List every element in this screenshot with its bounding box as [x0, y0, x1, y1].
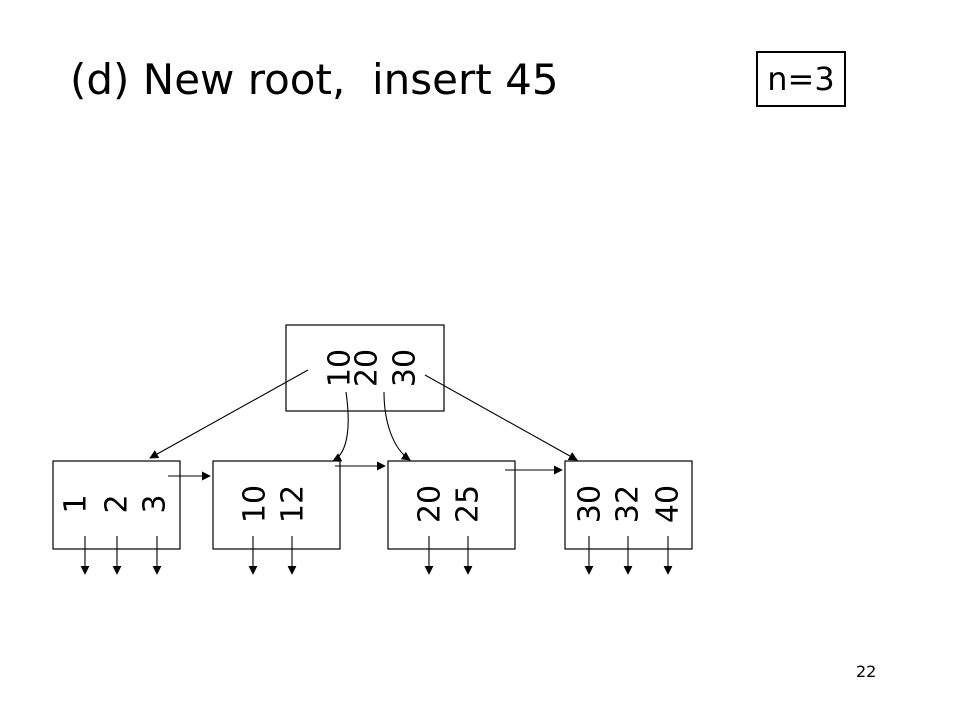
leaf1-key-2: 2: [100, 494, 135, 513]
root-pointer-arrow-2: [332, 391, 349, 462]
root-key-1: 10: [323, 349, 358, 387]
leaf1-key-1: 1: [59, 494, 94, 513]
leaf-node-3: [387, 460, 516, 550]
root-key-3: 30: [388, 349, 423, 387]
root-pointer-arrow-1: [149, 369, 309, 459]
leaf2-key-1: 10: [238, 485, 273, 523]
order-label-box: n=3: [756, 51, 846, 107]
leaf2-key-2: 12: [276, 485, 311, 523]
leaf-node-2: [212, 460, 341, 550]
leaf-node-1: [52, 460, 181, 550]
leaf1-key-3: 3: [138, 494, 173, 513]
leaf4-key-2: 32: [611, 485, 646, 523]
root-key-2: 20: [350, 349, 385, 387]
slide-title: (d) New root, insert 45: [70, 55, 559, 104]
leaf-node-4: [564, 460, 693, 550]
leaf4-key-3: 40: [651, 485, 686, 523]
order-label: n=3: [767, 60, 835, 98]
root-pointer-arrow-3: [383, 391, 411, 461]
leaf3-key-1: 20: [413, 485, 448, 523]
leaf4-key-1: 30: [573, 485, 608, 523]
leaf3-key-2: 25: [451, 485, 486, 523]
root-node: [285, 324, 445, 412]
page-number: 22: [856, 662, 877, 681]
root-pointer-arrow-4: [424, 374, 578, 461]
